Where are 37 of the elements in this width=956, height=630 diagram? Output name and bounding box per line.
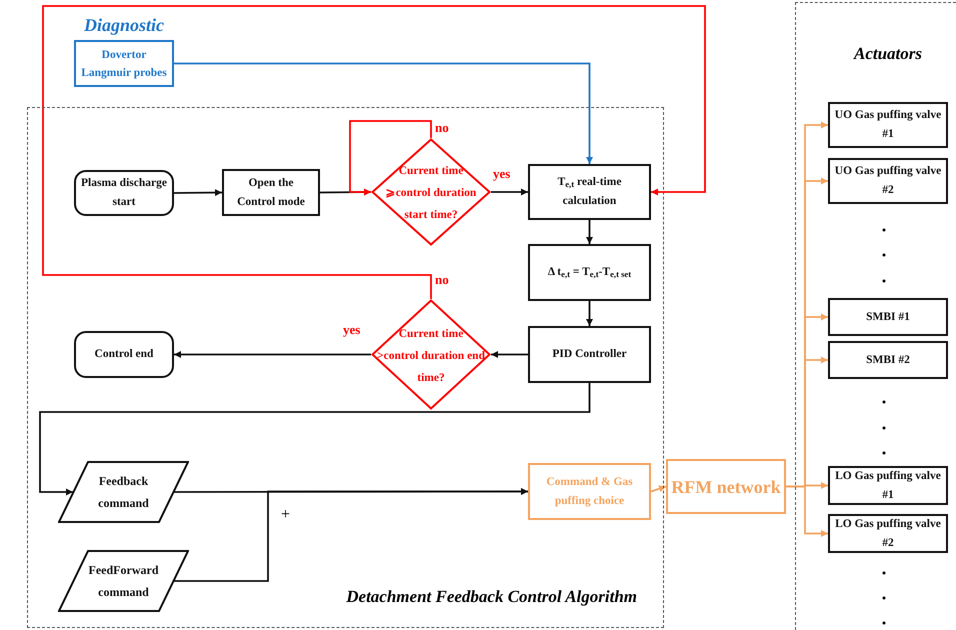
arrow [650,485,666,492]
arrow [42,5,706,299]
region-title: Detachment Feedback Control Algorithm [346,586,637,608]
decision-diamond: Current time >control duration end time? [371,299,491,410]
arrow [586,301,593,326]
input-parallelogram: Feedback command [58,461,189,523]
arrow [586,220,593,244]
arrow [174,62,593,164]
sum-sign: + [281,506,290,524]
arrow [491,351,528,358]
end-terminal: Control end [74,331,174,378]
arrow [174,351,371,358]
arrow [491,188,528,196]
process-box: T$_{e,t}$ real-time calculation [528,164,651,220]
section-heading: Diagnostic [84,14,164,36]
actuator-box: UO Gas puffing valve #1 [828,102,948,148]
arrow [174,488,528,582]
actuators-region [795,2,956,630]
actuator-box: LO Gas puffing valve #2 [828,514,948,553]
arrow [39,383,590,496]
process-box: Command & Gas puffing choice [528,463,651,520]
actuator-box: UO Gas puffing valve #2 [828,158,948,204]
actuator-box: SMBI #2 [828,341,948,379]
region-title: Actuators [854,43,922,65]
decision-diamond: Current time ⩾control duration start time? [371,138,491,246]
probe-box: Dovertor Langmuir probes [74,40,174,87]
algorithm-region [27,107,664,628]
input-parallelogram: FeedForward command [58,550,189,612]
arrow [174,189,222,196]
start-terminal: Plasma discharge start [74,170,174,216]
formula-box: Δ t$_{e,t}$ = T$_{e,t}$-T$_{e,t set}$ [528,244,651,301]
network-box: RFM network [666,459,786,514]
actuator-box: LO Gas puffing valve #1 [828,466,948,505]
arrow [349,120,432,196]
actuator-box: SMBI #1 [828,298,948,336]
process-box: PID Controller [528,326,651,383]
process-box: Open the Control mode [222,169,320,216]
